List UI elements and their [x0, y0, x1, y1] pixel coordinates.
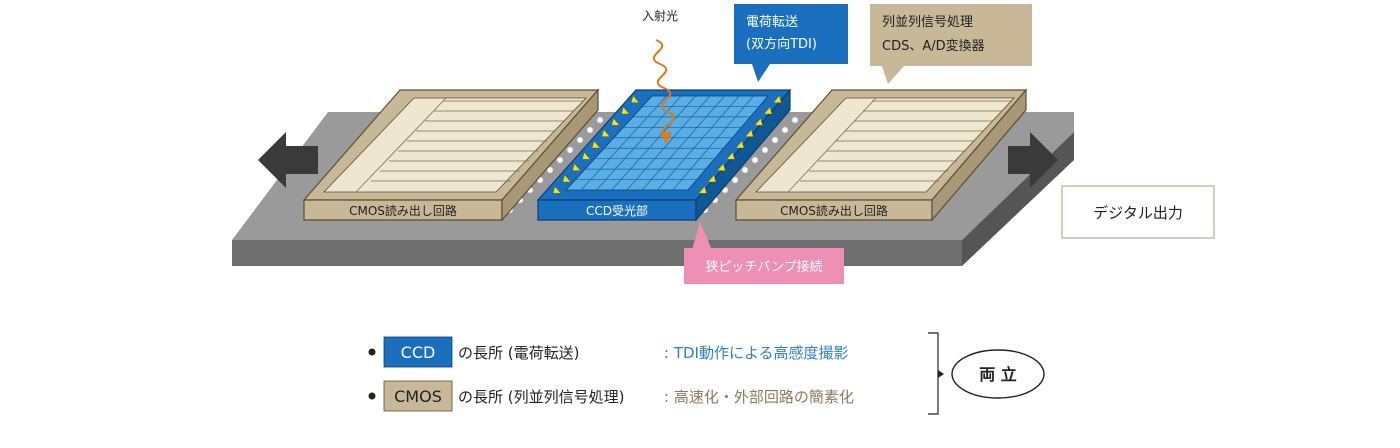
ccd-grid-line [580, 95, 667, 191]
transfer-triangle [601, 129, 611, 137]
charge-transfer-callout: 電荷転送 (双方向TDI) [734, 4, 848, 82]
transfer-triangle [735, 140, 745, 149]
column-processing-line1: 列並列信号処理 [882, 15, 973, 30]
ccd-block [536, 88, 792, 222]
transfer-triangle [572, 163, 581, 171]
cmos-strength-text: の長所 (列並列信号処理) [458, 388, 624, 406]
transfer-triangle [744, 129, 754, 137]
transfer-triangle [630, 95, 640, 103]
transfer-triangle [581, 151, 591, 160]
transfer-triangle [716, 163, 726, 171]
digital-output-arrow-right [1008, 132, 1058, 188]
both-achieved-oval [951, 349, 1045, 399]
ccd-result-text: : TDI動作による高感度撮影 [664, 344, 849, 362]
transfer-triangles [552, 95, 782, 194]
digital-output-box: デジタル出力 [1061, 185, 1215, 239]
transfer-triangle [621, 106, 630, 115]
ccd-grid-line [611, 95, 696, 191]
transfer-triangle [772, 95, 782, 103]
cmos-result-text: : 高速化・外部回路の簡素化 [664, 388, 854, 406]
ccd-receiver-label: CCD受光部 [586, 203, 648, 218]
cmos-badge [383, 380, 453, 412]
column-processing-line2: CDS、A/D変換器 [882, 38, 985, 54]
transfer-triangle [754, 117, 763, 126]
ccd-grid-line [626, 95, 711, 191]
charge-transfer-line2: (双方向TDI) [746, 36, 817, 52]
transfer-triangle [698, 185, 707, 194]
transfer-triangle [726, 151, 735, 160]
legend-bracket [928, 332, 939, 415]
legend: CCD の長所 (電荷転送) : TDI動作による高感度撮影 CMOS の長所 … [368, 332, 1045, 415]
digital-output-arrow-left [258, 132, 318, 188]
transfer-triangle [552, 185, 562, 194]
legend-bullet [368, 348, 376, 356]
incident-light-arrow [652, 39, 676, 144]
transfer-triangle [611, 117, 620, 126]
ccd-grid-line [641, 95, 725, 191]
cmos-badge-label: CMOS [394, 387, 442, 406]
legend-bullet [368, 392, 376, 400]
column-processing-callout: 列並列信号処理 CDS、A/D変換器 [870, 4, 1032, 84]
transfer-triangle [562, 174, 572, 183]
digital-output-label: デジタル出力 [1093, 204, 1183, 222]
cmos-readout-right-label: CMOS読み出し回路 [780, 203, 888, 218]
cmos-block-left [302, 88, 600, 222]
cmos-block-right [734, 88, 1028, 222]
cmos-readout-left-label: CMOS読み出し回路 [349, 203, 457, 218]
both-achieved-label: 両 立 [979, 365, 1017, 384]
transfer-triangle [707, 174, 717, 183]
charge-transfer-line1: 電荷転送 [746, 15, 798, 30]
transfer-triangle [591, 140, 601, 149]
ccd-badge [383, 336, 453, 368]
ccd-grid-line [657, 95, 740, 191]
bump-connection-callout: 狭ピッチバンプ接続 [684, 222, 844, 284]
bump-connection-label: 狭ピッチバンプ接続 [705, 259, 822, 275]
ccd-pixel-grid [575, 95, 760, 191]
ccd-strength-text: の長所 (電荷転送) [458, 344, 579, 362]
ccd-badge-label: CCD [401, 343, 436, 362]
ccd-grid-line [672, 95, 754, 191]
incident-light-label: 入射光 [642, 8, 678, 23]
transfer-triangle [763, 106, 773, 115]
